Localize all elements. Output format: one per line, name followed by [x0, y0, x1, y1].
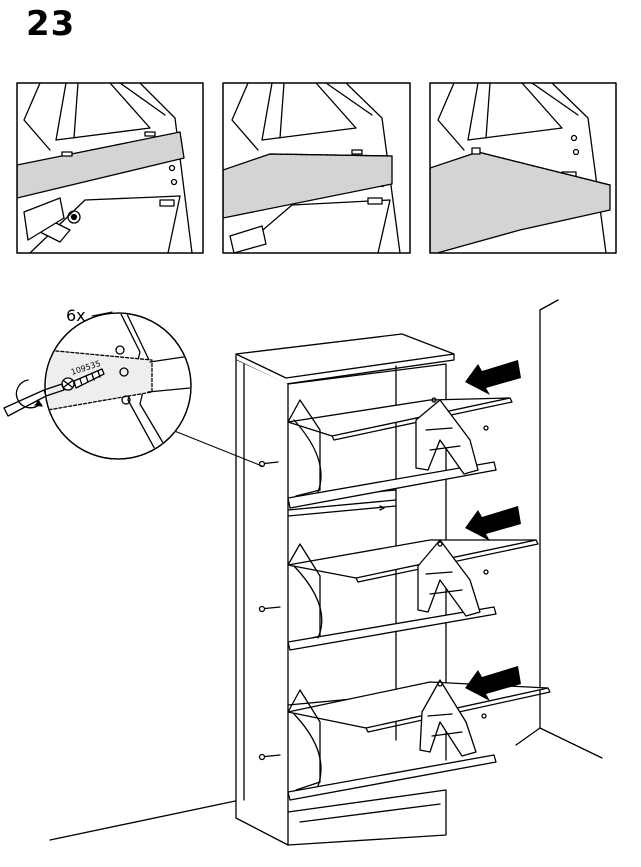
detail-panel-2: [222, 82, 411, 254]
quantity-label: 6x: [66, 306, 86, 325]
wall: [49, 299, 603, 841]
detail-panel-3: [429, 82, 617, 254]
shoe-cabinet: [235, 333, 551, 846]
step-number: 23: [26, 4, 76, 44]
arrow-left-icon: [465, 360, 521, 701]
detail-panel-1: [16, 82, 204, 254]
screwdriver-icon: [3, 379, 65, 417]
screw-icon: [61, 368, 105, 391]
screw-callout: [3, 312, 263, 467]
